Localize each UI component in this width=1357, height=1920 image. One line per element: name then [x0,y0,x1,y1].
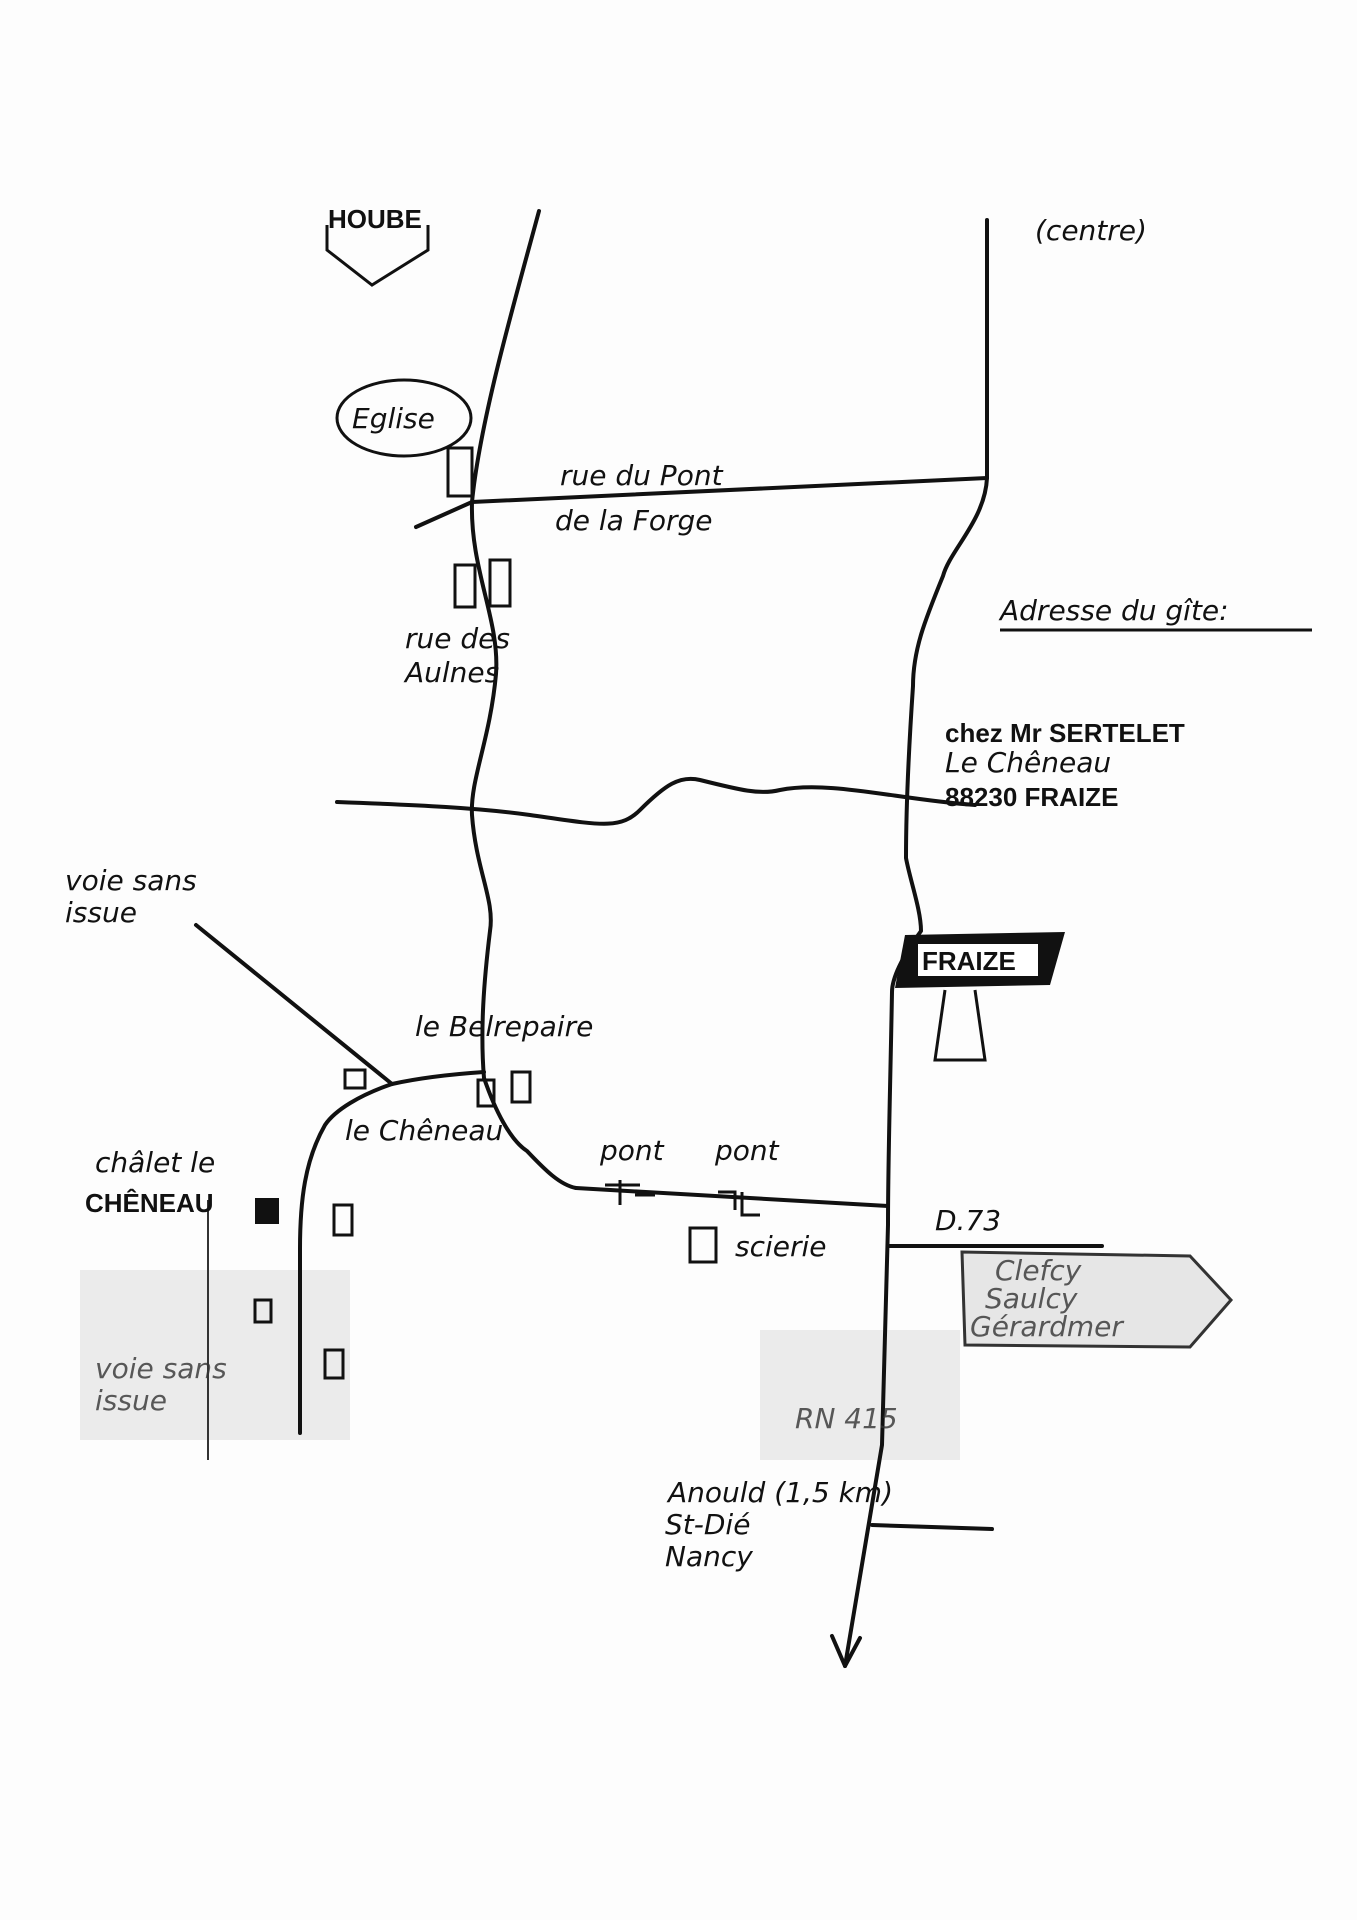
fraize-town-sign: FRAIZE [895,932,1065,1062]
label-cheneau: le Chêneau [345,1114,503,1147]
scan-smudge [80,1270,350,1440]
address-block: Adresse du gîte: chez Mr SERTELET Le Chê… [945,594,1312,812]
label-chalet: châlet le [95,1146,215,1179]
svg-text:Saulcy: Saulcy [985,1282,1078,1315]
road-wavy-cross [335,776,977,826]
road-main-left [469,209,578,1190]
address-line3: 88230 FRAIZE [945,782,1118,812]
label-chalet-cheneau: CHÊNEAU [85,1188,214,1218]
scan-smudge [760,1330,960,1460]
bridge-marks [605,1180,760,1217]
address-line2: Le Chêneau [945,746,1111,779]
road-main-right [843,218,989,1668]
label-eglise: Eglise [352,402,435,435]
label-d73: D.73 [935,1204,1001,1237]
label-issue-top: issue [65,896,137,929]
label-pont-1: pont [599,1134,665,1167]
svg-text:Gérardmer: Gérardmer [970,1310,1124,1343]
label-rn415: RN 415 [795,1402,898,1435]
label-pont-2: pont [714,1134,780,1167]
label-st-die: St-Dié [665,1508,750,1541]
label-aulnes: Aulnes [403,656,499,689]
building-markers [253,446,718,1380]
eglise-bubble [335,378,473,458]
label-scierie: scierie [735,1230,827,1263]
label-nancy: Nancy [665,1540,753,1573]
chalet-marker [255,1198,279,1224]
label-issue-bottom: issue [95,1384,167,1417]
road-voie-sans-issue [194,923,394,1086]
direction-sign: Clefcy Saulcy Gérardmer [960,1250,1234,1349]
label-belrepaire: le Belrepaire [415,1010,593,1043]
road-rn-side [870,1523,994,1531]
svg-text:FRAIZE: FRAIZE [922,946,1016,976]
label-voie-sans-issue-bottom: voie sans [95,1352,227,1385]
label-centre: (centre) [1035,214,1147,247]
address-line1: chez Mr SERTELET [945,718,1185,748]
svg-text:Clefcy: Clefcy [995,1254,1082,1287]
road-curve-left [298,1070,486,1435]
label-rue-des: rue des [405,622,510,655]
hoube-shield-logo: HOUBE [325,204,430,287]
label-rue-du-pont: rue du Pont [560,459,724,492]
road-bottom [574,1186,890,1208]
arrow-head-south [830,1634,862,1668]
label-voie-sans-issue-top: voie sans [65,864,197,897]
road-rue-du-pont [414,476,989,529]
label-anould: Anould (1,5 km) [666,1476,893,1509]
label-de-la-forge: de la Forge [555,504,713,537]
address-heading: Adresse du gîte: [998,594,1229,627]
svg-text:HOUBE: HOUBE [328,204,422,234]
